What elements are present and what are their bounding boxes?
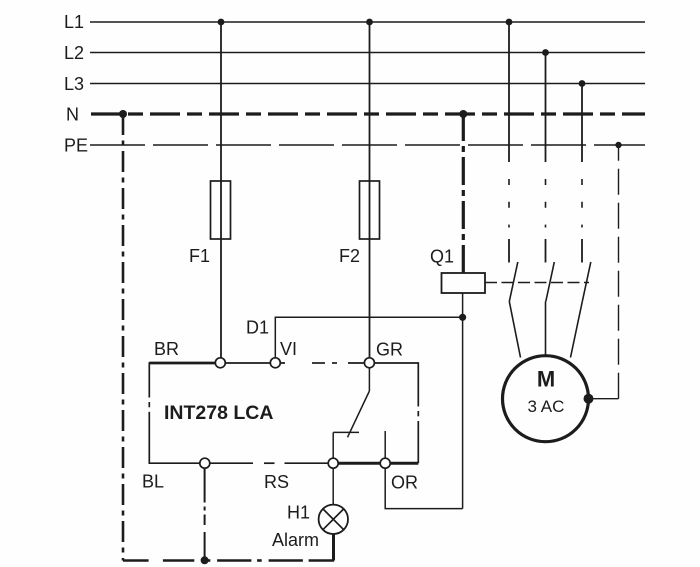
- svg-text:H1: H1: [287, 503, 310, 523]
- svg-text:INT278 LCA: INT278 LCA: [164, 402, 273, 424]
- svg-text:Q1: Q1: [430, 247, 454, 267]
- svg-text:L3: L3: [64, 74, 84, 94]
- svg-text:M: M: [537, 367, 555, 392]
- svg-text:D1: D1: [246, 318, 269, 338]
- svg-text:L1: L1: [64, 12, 84, 32]
- svg-text:Alarm: Alarm: [272, 530, 319, 550]
- svg-text:F1: F1: [189, 246, 210, 266]
- svg-text:F2: F2: [339, 246, 360, 266]
- svg-text:3 AC: 3 AC: [528, 397, 565, 416]
- svg-text:L2: L2: [64, 43, 84, 63]
- svg-text:BL: BL: [142, 472, 164, 492]
- svg-text:VI: VI: [280, 339, 297, 359]
- svg-text:GR: GR: [376, 340, 403, 360]
- svg-text:N: N: [66, 105, 79, 125]
- svg-text:PE: PE: [64, 136, 88, 156]
- svg-text:OR: OR: [391, 473, 418, 493]
- svg-text:BR: BR: [154, 339, 179, 359]
- svg-text:RS: RS: [264, 472, 289, 492]
